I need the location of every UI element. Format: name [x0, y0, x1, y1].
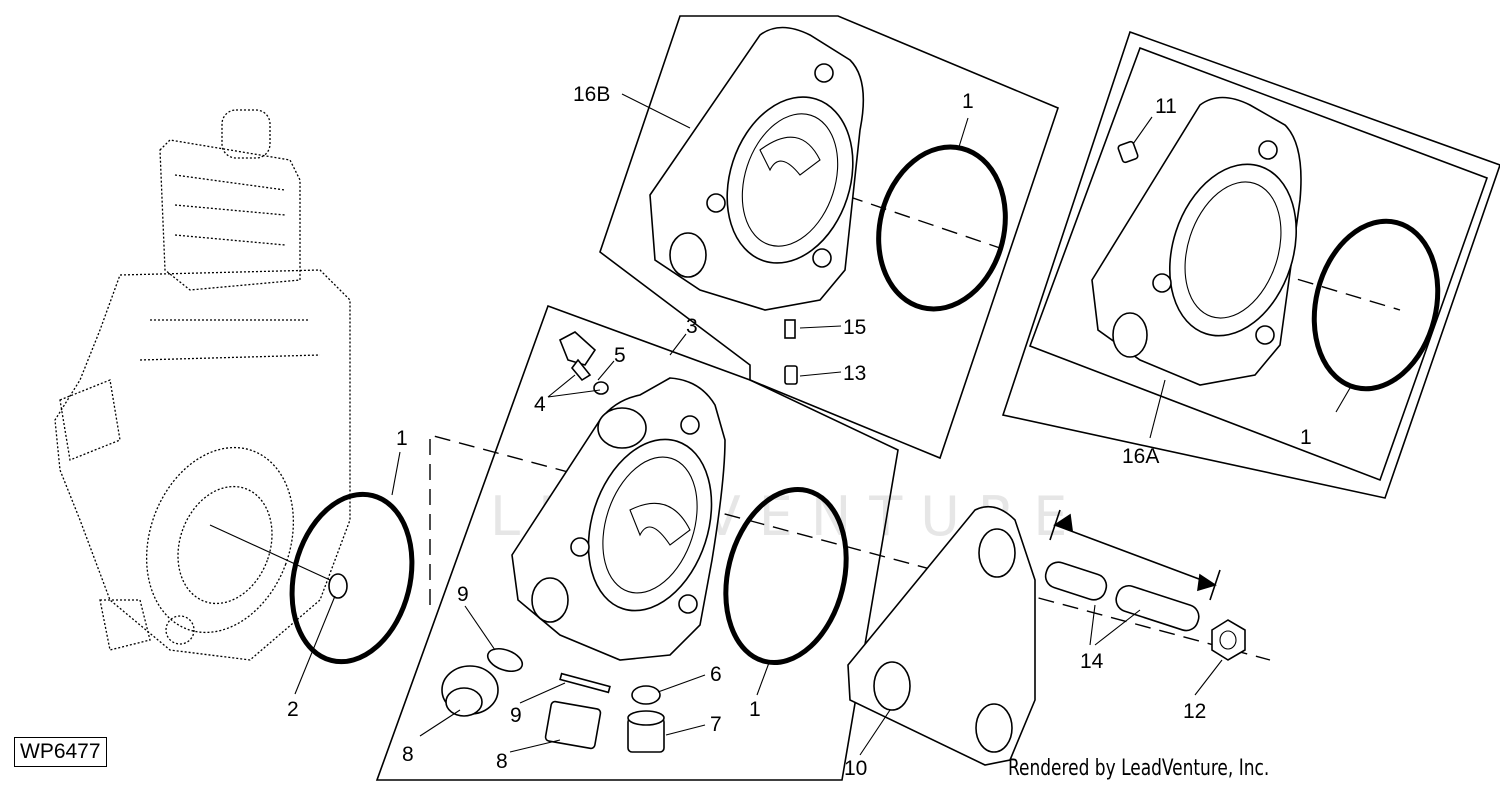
- render-credit: Rendered by LeadVenture, Inc.: [1008, 756, 1270, 781]
- kit-box-16a-inner: [1028, 46, 1489, 482]
- cover-3: [511, 377, 726, 661]
- callout-1-left: 1: [396, 427, 408, 450]
- plug-8-left: [441, 665, 499, 717]
- callout-11: 11: [1155, 95, 1177, 118]
- o-ring-16a: [1311, 218, 1441, 392]
- callout-7: 7: [710, 713, 722, 736]
- callout-16b: 16B: [573, 83, 610, 106]
- o-ring-left: [289, 491, 415, 665]
- callout-12: 12: [1183, 700, 1206, 723]
- figure-id-label: WP6477: [14, 737, 107, 767]
- callout-9-upper: 9: [457, 583, 469, 606]
- callout-2: 2: [287, 698, 299, 721]
- callout-13: 13: [843, 362, 866, 385]
- seal-strip-9: [559, 672, 611, 694]
- cover-16b: [649, 26, 865, 311]
- washer-6: [631, 685, 661, 705]
- callout-8-lower: 8: [496, 750, 508, 773]
- cover-plate-10: [847, 505, 1036, 766]
- kit-box-3: [375, 304, 899, 781]
- callout-5: 5: [614, 344, 626, 367]
- pump-housing-illustration: [54, 109, 351, 661]
- callout-16a: 16A: [1122, 445, 1159, 468]
- callout-10: 10: [844, 757, 867, 780]
- callout-14: 14: [1080, 650, 1104, 673]
- o-ring-center: [723, 486, 849, 666]
- cover-16a: [1091, 96, 1302, 386]
- callout-6: 6: [710, 663, 722, 686]
- pin-15: [784, 319, 796, 339]
- o-ring-16b: [876, 144, 1008, 312]
- callout-8-left: 8: [402, 743, 414, 766]
- sleeve-13: [784, 365, 798, 385]
- callout-9-lower: 9: [510, 704, 522, 727]
- callout-15: 15: [843, 316, 866, 339]
- assembly-axis-line: [429, 434, 1271, 661]
- callout-3: 3: [686, 315, 698, 338]
- kit-box-16b: [599, 15, 1059, 460]
- leader-lines: [294, 93, 1351, 756]
- screw-11: [1117, 140, 1139, 164]
- plug-7: [627, 710, 665, 753]
- o-ring-9: [486, 647, 524, 673]
- callout-1-top: 1: [962, 90, 974, 113]
- seal-plug: [328, 573, 348, 599]
- washer-5: [593, 381, 609, 395]
- callout-1-right: 1: [1300, 426, 1312, 449]
- kit-box-16a-outer: [1001, 30, 1500, 499]
- plug-8-lower: [544, 700, 602, 750]
- nut-12: [1211, 619, 1246, 661]
- callout-1-center: 1: [749, 698, 761, 721]
- callout-4: 4: [534, 393, 546, 416]
- sensor-4: [558, 331, 597, 382]
- springs-14: [1044, 561, 1200, 632]
